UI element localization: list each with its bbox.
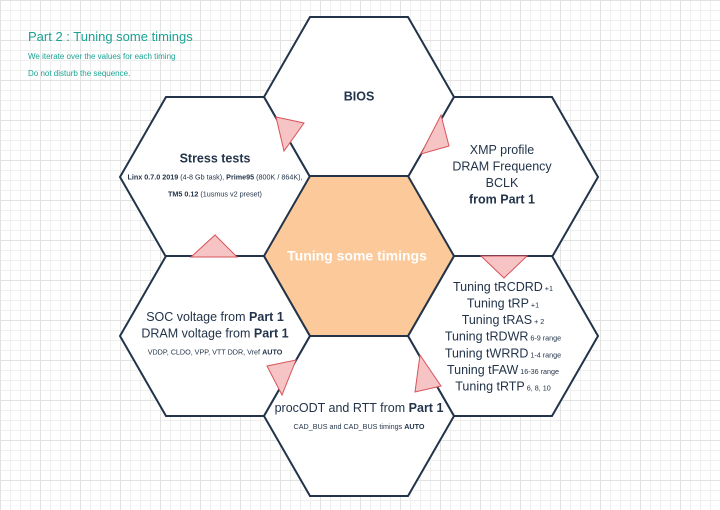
hex-text-segment: 16-36 range bbox=[518, 367, 559, 376]
hex-text-segment: AUTO bbox=[404, 422, 425, 431]
hex-bios-label: BIOS bbox=[344, 90, 375, 104]
hex-text-segment: +1 bbox=[543, 284, 553, 293]
hex-text-segment: 1-4 range bbox=[528, 350, 561, 359]
hex-text-segment: Linx 0.7.0 2019 bbox=[127, 173, 178, 182]
hex-text-segment: Tuning tRTP bbox=[455, 379, 524, 393]
hex-text-segment: SOC voltage from bbox=[146, 310, 249, 324]
hex-text-segment: (800K / 864K), bbox=[254, 173, 302, 182]
hex-text-segment: procODT and RTT from bbox=[275, 401, 409, 415]
hex-text-segment: (1usmus v2 preset) bbox=[198, 190, 262, 199]
hex-text-segment: Part 1 bbox=[249, 310, 284, 324]
hex-center[interactable]: Tuning some timings bbox=[262, 175, 456, 337]
hex-text-segment: Tuning tWRRD bbox=[445, 346, 529, 360]
hex-text-segment: BCLK bbox=[486, 176, 519, 190]
hex-text-segment: Tuning some timings bbox=[287, 247, 427, 263]
hex-center-shape bbox=[262, 175, 456, 337]
hex-text-segment: from Part 1 bbox=[469, 193, 535, 207]
hex-text-segment: AUTO bbox=[262, 347, 283, 356]
hex-text-segment: TM5 0.12 bbox=[168, 190, 198, 199]
hex-text-segment: +1 bbox=[529, 300, 539, 309]
sequence-marker bbox=[266, 359, 297, 397]
hex-proc-odt-label: procODT and RTT from Part 1 CAD_BUS and C… bbox=[275, 401, 444, 431]
hex-text-segment: Tuning tRCDRD bbox=[453, 280, 543, 294]
hex-text-segment: + 2 bbox=[532, 317, 544, 326]
hex-text-segment: XMP profile bbox=[470, 143, 534, 157]
page-title: Part 2 : Tuning some timings bbox=[28, 29, 193, 44]
hex-text-segment: (4-8 Gb task), bbox=[178, 173, 226, 182]
hex-text-segment: BIOS bbox=[344, 90, 375, 104]
hex-text-segment: 6-9 range bbox=[528, 334, 561, 343]
hex-text-segment: 6, 8, 10 bbox=[525, 383, 551, 392]
hex-text-segment: Prime95 bbox=[226, 173, 254, 182]
sequence-marker bbox=[420, 113, 450, 155]
page-note-iterate: We iterate over the values for each timi… bbox=[28, 52, 176, 61]
hex-text-segment: VDDP, CLDO, VPP, VTT DDR, Vref bbox=[148, 347, 262, 356]
hex-text-segment: DRAM Frequency bbox=[452, 159, 552, 173]
sequence-marker bbox=[414, 353, 442, 393]
hex-text-segment: CAD_BUS and CAD_BUS timings bbox=[294, 422, 405, 431]
sequence-marker bbox=[275, 116, 305, 153]
sequence-marker bbox=[189, 234, 239, 258]
hex-text-segment: Part 1 bbox=[409, 401, 444, 415]
hex-text-segment: Part 1 bbox=[254, 326, 289, 340]
hex-text-segment: Stress tests bbox=[180, 152, 251, 166]
hex-text-segment: Tuning tRP bbox=[467, 296, 529, 310]
page-note-sequence: Do not disturb the sequence. bbox=[28, 69, 131, 78]
hex-text-segment: Tuning tFAW bbox=[447, 363, 519, 377]
hex-text-segment: Tuning tRAS bbox=[462, 313, 532, 327]
hex-text-segment: DRAM voltage from bbox=[141, 326, 254, 340]
hex-center-label: Tuning some timings bbox=[287, 247, 427, 263]
sequence-marker bbox=[479, 255, 529, 279]
hex-text-segment: Tuning tRDWR bbox=[445, 330, 529, 344]
